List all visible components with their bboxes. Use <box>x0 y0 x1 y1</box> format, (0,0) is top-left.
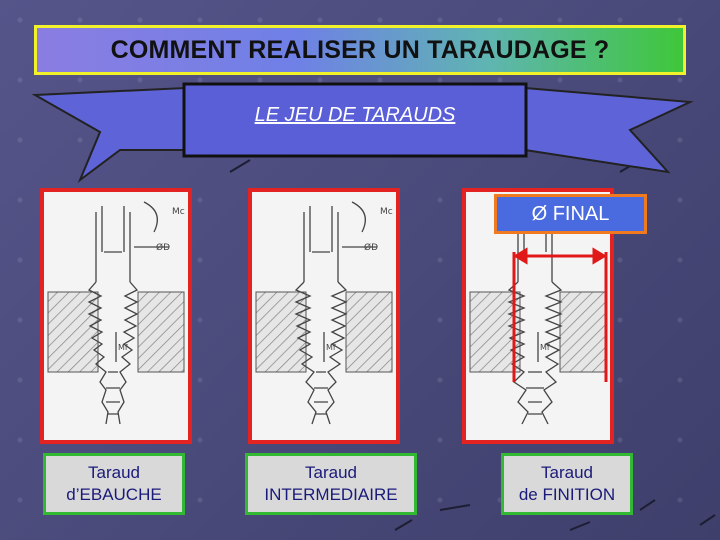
workpiece-right <box>559 291 607 373</box>
tap-diagram: Mc ØD Mf <box>47 201 185 425</box>
workpiece-right <box>345 291 393 373</box>
torque-label: Mc <box>172 207 185 217</box>
tap-diagram: Mf <box>469 206 608 425</box>
tap-drawing-ebauche: Mc ØD Mf <box>40 188 192 444</box>
ribbon-banner <box>31 82 694 183</box>
workpiece-left <box>255 291 307 373</box>
label-line2: INTERMEDIAIRE <box>264 485 398 504</box>
label-line2: de FINITION <box>518 485 616 504</box>
final-diameter-marker <box>512 247 608 382</box>
label-ebauche: Taraud d’EBAUCHE <box>43 453 185 515</box>
torque-label: Mc <box>380 207 393 217</box>
ribbon-label: LE JEU DE TARAUDS <box>254 104 456 126</box>
label-line1: Taraud <box>541 463 593 482</box>
label-intermediaire: Taraud INTERMEDIAIRE <box>245 453 417 515</box>
force-label: Mf <box>540 343 550 352</box>
tap-drawing-intermediaire: Mc ØD Mf <box>248 188 400 444</box>
diameter-label: ØD <box>364 242 378 253</box>
force-label: Mf <box>118 343 128 352</box>
workpiece-left <box>469 291 521 373</box>
workpiece <box>47 291 185 373</box>
force-label: Mf <box>326 343 336 352</box>
page-title: COMMENT REALISER UN TARAUDAGE ? <box>110 35 610 64</box>
label-line2: d’EBAUCHE <box>66 485 162 504</box>
tap-diagram: Mc ØD Mf <box>255 201 393 425</box>
diameter-label: ØD <box>156 242 170 253</box>
final-diameter-label: Ø FINAL <box>494 194 647 234</box>
title-banner: COMMENT REALISER UN TARAUDAGE ? <box>34 25 686 75</box>
label-line1: Taraud <box>88 463 140 482</box>
label-finition: Taraud de FINITION <box>501 453 633 515</box>
label-line1: Taraud <box>305 463 357 482</box>
